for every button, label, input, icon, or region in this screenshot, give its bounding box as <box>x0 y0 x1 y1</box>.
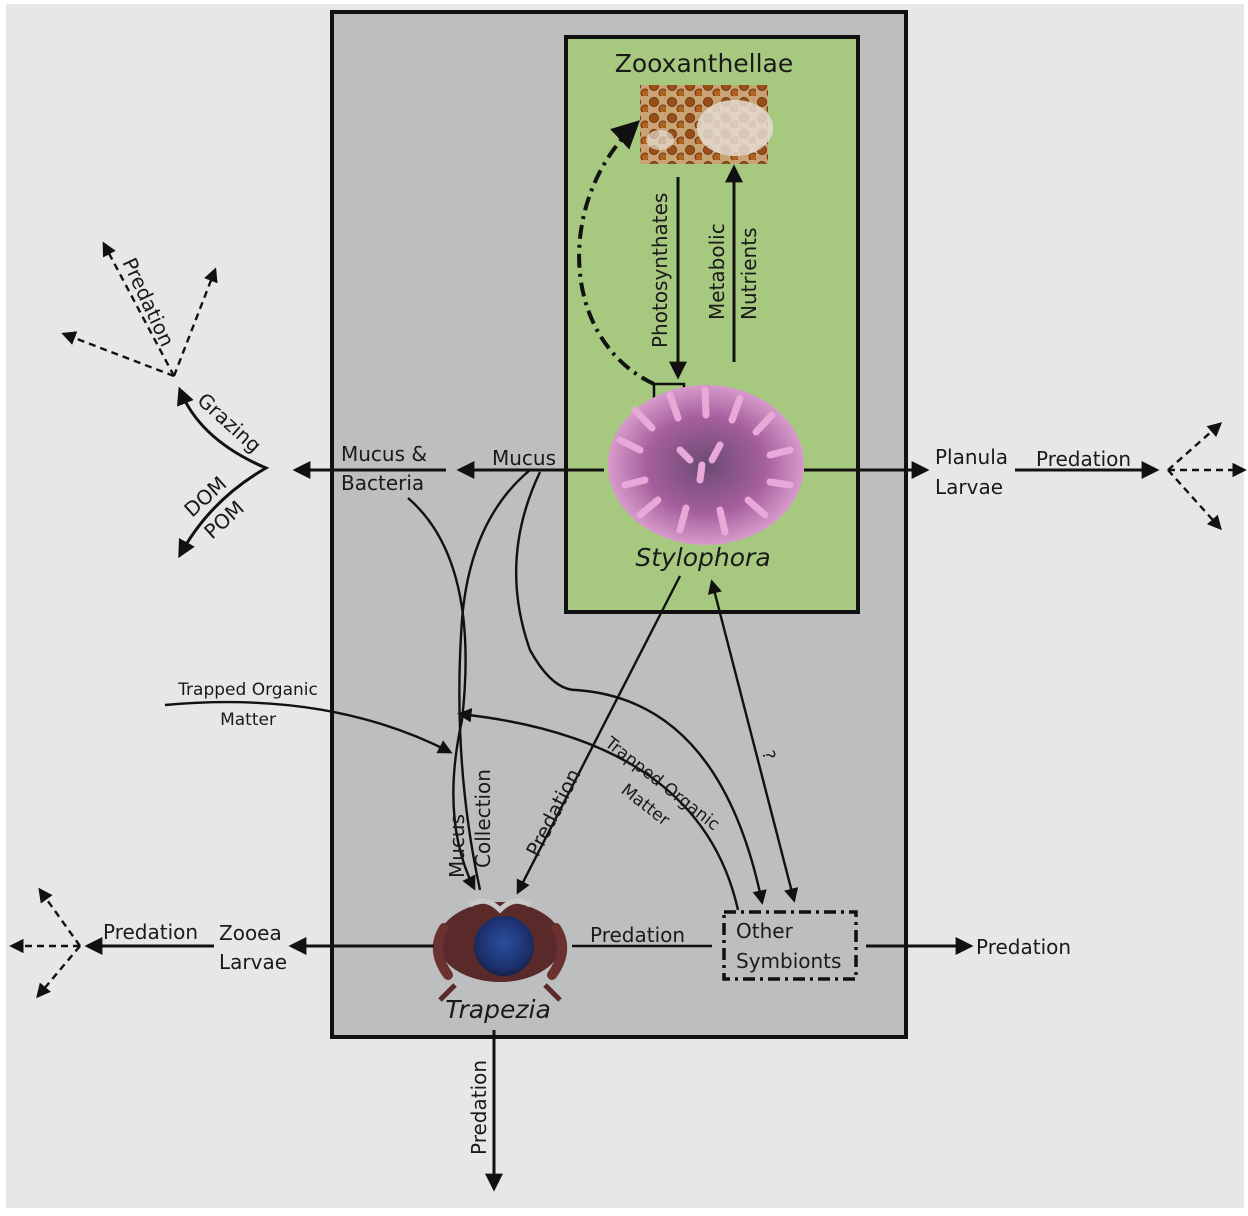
stylophora-coral-image <box>608 385 804 545</box>
planula-label-line2: Larvae <box>935 475 1003 499</box>
other-symbionts-line1: Other <box>736 919 794 943</box>
trapezia-crab-image <box>433 898 567 1002</box>
uptake-dashdot-arc <box>577 120 655 386</box>
crab-other-predation-label: Predation <box>590 923 685 947</box>
planula-predation-fan <box>1167 422 1247 531</box>
stylophora-label: Stylophora <box>635 543 770 572</box>
mucus-to-crab-curve <box>458 469 531 891</box>
crab-predation-down-label: Predation <box>467 1060 491 1155</box>
mucus-collection-label-line2: Collection <box>471 769 495 868</box>
mucus-collection-label-line1: Mucus <box>445 814 469 878</box>
dom-pom-chevron <box>176 386 270 559</box>
planula-label-line1: Planula <box>935 445 1008 469</box>
photosynthates-label: Photosynthates <box>648 193 672 348</box>
zooea-predation-label: Predation <box>103 920 198 944</box>
other-symbionts-line2: Symbionts <box>736 949 841 973</box>
nutrients-label: Nutrients <box>737 228 761 321</box>
mucus-label: Mucus <box>492 446 556 470</box>
trapped-om-left-line1: Trapped Organic <box>177 680 318 700</box>
zooea-label-line1: Zooeа <box>219 921 282 945</box>
zooea-label-line2: Larvae <box>219 950 287 974</box>
trapped-om-left-arrow <box>164 700 453 754</box>
stylophora-predation-arrow <box>516 575 682 895</box>
trapped-om-left-line2: Matter <box>220 710 276 730</box>
mucus-bacteria-label-line2: Bacteria <box>341 471 424 495</box>
zooea-predation-fan <box>9 887 81 999</box>
unknown-interaction-arrow <box>707 579 799 903</box>
planula-predation-label: Predation <box>1036 447 1131 471</box>
top-left-predation-fan <box>61 241 218 378</box>
zooxanthellae-image <box>640 85 773 164</box>
trapezia-label: Trapezia <box>445 995 551 1024</box>
zooxanthellae-label: Zooxanthellae <box>615 49 794 78</box>
metabolic-label: Metabolic <box>705 223 729 320</box>
other-symbionts-predation-label: Predation <box>976 935 1071 959</box>
mucus-bacteria-label-line1: Mucus & <box>341 442 427 466</box>
